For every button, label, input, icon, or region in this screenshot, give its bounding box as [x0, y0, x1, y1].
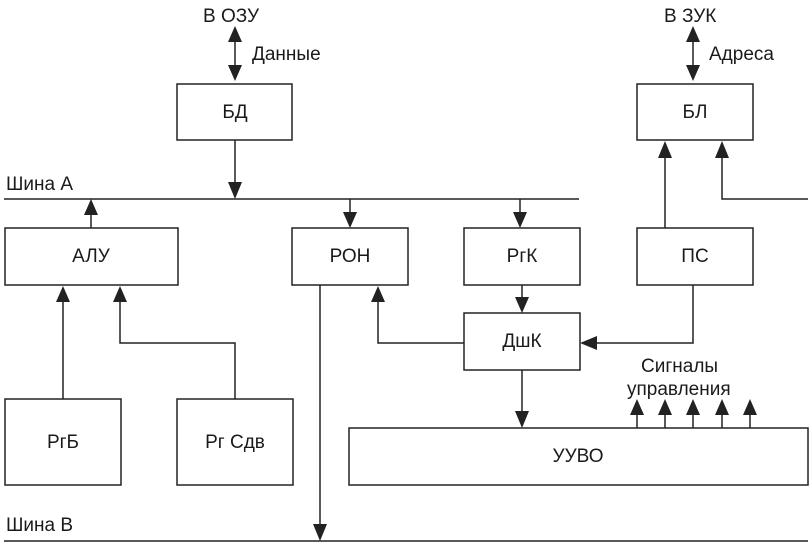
- control-signal-arrow: [658, 399, 672, 428]
- bus-a-to-rgk-arrow: [513, 199, 527, 228]
- dshk-to-uuvo-arrow: [515, 370, 529, 428]
- signals-label-line1: Сигналы: [641, 356, 718, 377]
- control-signal-arrows: [630, 399, 757, 428]
- block-uuvo-label: УУВО: [553, 446, 604, 467]
- control-signal-arrow: [686, 399, 700, 428]
- to-zuk-label: В ЗУК: [664, 6, 716, 27]
- block-rgb: РгБ: [4, 398, 122, 486]
- bl-zuk-double-arrow: [686, 26, 700, 81]
- block-rgsdv-label: Рг Сдв: [205, 432, 265, 453]
- signals-label-line2: управления: [627, 379, 731, 400]
- block-bd-label: БД: [222, 102, 247, 123]
- block-ron: РОН: [291, 227, 409, 286]
- block-bl-label: БЛ: [683, 102, 708, 123]
- address-label: Адреса: [709, 44, 774, 65]
- bd-to-bus-a-arrow: [228, 140, 242, 199]
- ron-to-bus-b-arrow: [313, 285, 327, 541]
- to-ozu-label: В ОЗУ: [203, 6, 260, 27]
- block-dshk-label: ДшК: [502, 331, 541, 352]
- block-uuvo: УУВО: [348, 427, 809, 486]
- control-signal-arrow: [630, 399, 644, 428]
- bus-a-label: Шина А: [6, 174, 73, 195]
- rgsdv-to-alu-arrow: [113, 286, 236, 399]
- block-rgk-label: РгК: [507, 246, 538, 267]
- rgb-to-alu-arrow: [56, 286, 70, 399]
- block-bd: БД: [176, 83, 293, 141]
- external-to-bl-arrow: [715, 141, 808, 200]
- block-ron-label: РОН: [330, 246, 371, 267]
- block-dshk: ДшК: [463, 312, 581, 371]
- control-signal-arrow: [743, 399, 757, 428]
- bd-ozu-double-arrow: [228, 26, 242, 81]
- block-rgk: РгК: [463, 227, 581, 286]
- block-alu: АЛУ: [4, 227, 179, 286]
- block-ps-label: ПС: [681, 246, 708, 267]
- rgk-to-dshk-arrow: [515, 285, 529, 313]
- control-signal-arrow: [715, 399, 729, 428]
- block-bl: БЛ: [636, 83, 754, 141]
- block-rgb-label: РгБ: [47, 432, 79, 453]
- block-alu-label: АЛУ: [72, 246, 111, 267]
- ps-to-dshk-arrow: [580, 285, 694, 350]
- bus-a-to-ron-arrow: [343, 199, 357, 228]
- bus-b-label: Шина В: [6, 515, 73, 536]
- block-rgsdv: Рг Сдв: [176, 398, 294, 486]
- block-ps: ПС: [636, 227, 754, 286]
- ps-to-bl-arrow: [658, 141, 672, 228]
- data-label: Данные: [252, 44, 321, 65]
- dshk-to-ron-arrow: [371, 286, 464, 344]
- alu-to-bus-a-arrow: [84, 199, 98, 228]
